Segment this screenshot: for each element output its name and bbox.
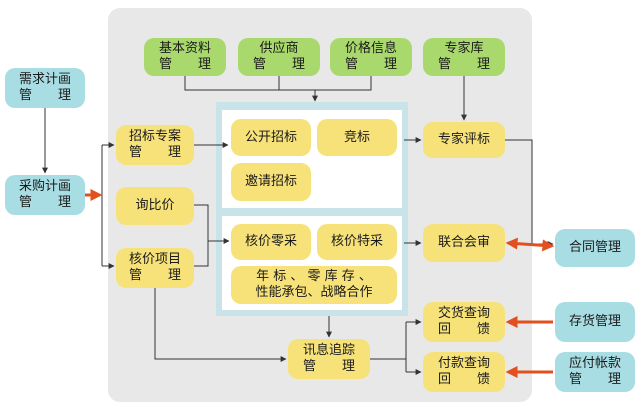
node-accounts-payable-management[interactable]: 应付帐款 管 理 (555, 352, 635, 392)
node-contract-management[interactable]: 合同管理 (555, 229, 635, 267)
node-demand-plan-management[interactable]: 需求计画 管 理 (5, 68, 85, 108)
node-expert-evaluation[interactable]: 专家评标 (423, 122, 505, 158)
node-invited-tender[interactable]: 邀请招标 (231, 163, 311, 201)
node-tender-project-management[interactable]: 招标专案 管 理 (116, 125, 194, 165)
node-payment-query-feedback[interactable]: 付款查询 回 馈 (423, 352, 505, 392)
node-joint-review[interactable]: 联合会审 (423, 224, 505, 262)
node-price-check-project-management[interactable]: 核价项目 管 理 (116, 248, 194, 288)
node-purchase-plan-management[interactable]: 采购计画 管 理 (5, 175, 85, 215)
node-annual-bid-strategic[interactable]: 年 标 、 零 库 存 、 性能承包、战略合作 (231, 266, 397, 304)
node-price-check-special[interactable]: 核价特采 (317, 224, 397, 260)
node-price-info-management[interactable]: 价格信息 管 理 (330, 38, 412, 76)
node-basic-data-management[interactable]: 基本资料 管 理 (144, 38, 226, 76)
node-price-comparison[interactable]: 询比价 (116, 187, 194, 225)
node-expert-pool-management[interactable]: 专家库 管 理 (423, 38, 505, 76)
node-price-check-zero[interactable]: 核价零采 (231, 224, 311, 260)
node-competitive-bid[interactable]: 竞标 (317, 119, 397, 156)
node-info-tracking-management[interactable]: 讯息追踪 管 理 (288, 339, 370, 379)
node-public-tender[interactable]: 公开招标 (231, 119, 311, 156)
node-delivery-query-feedback[interactable]: 交货查询 回 馈 (423, 302, 505, 342)
node-supplier-management[interactable]: 供应商 管 理 (238, 38, 320, 76)
node-inventory-management[interactable]: 存货管理 (555, 302, 635, 342)
